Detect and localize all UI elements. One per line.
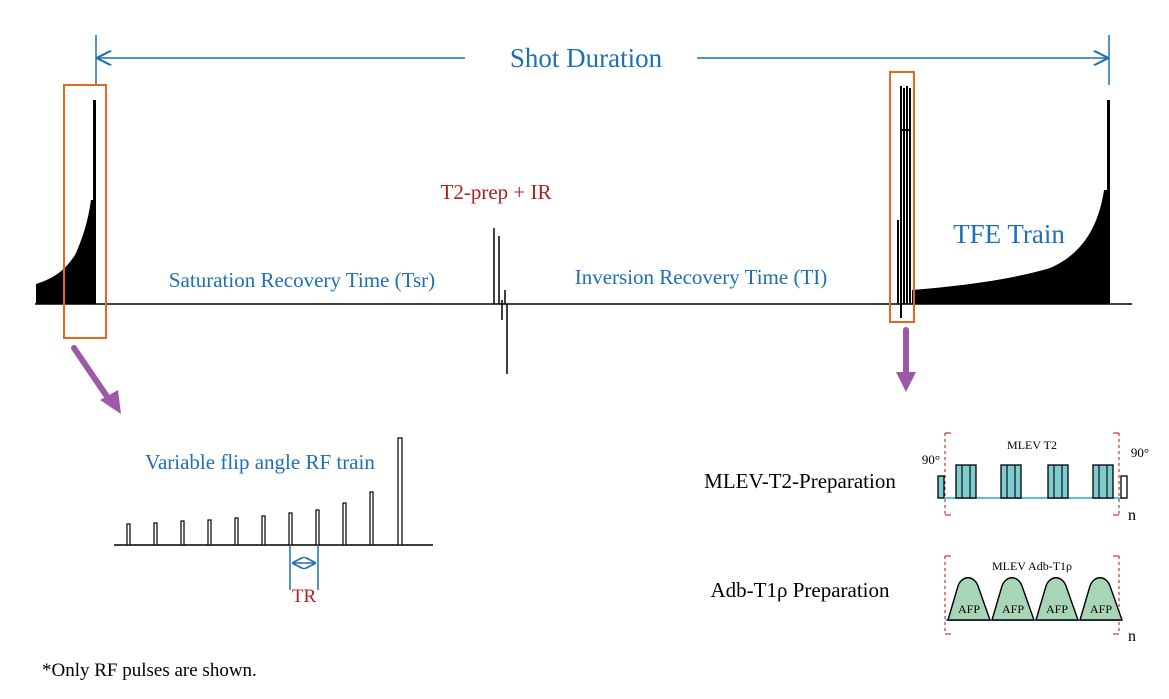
right-zoom-arrow [896,327,916,392]
vfa-pulse [126,523,131,546]
adb-t1rho-block [944,555,1123,635]
mlev-t2-title: MLEV T2 [1007,438,1057,452]
afp-label: AFP [1002,602,1024,616]
vfa-pulse [342,502,347,546]
shot-duration-label: Shot Duration [510,43,663,73]
vfa-pulse [234,517,239,546]
left-highlight-box [63,84,107,339]
shot-duration-arrow [95,35,1110,85]
ninety-right-label: 90° [1131,445,1149,460]
n-bottom-label: n [1128,628,1136,645]
vfa-pulse [207,519,212,546]
vfa-pulse [180,520,185,546]
vfa-pulse [315,509,320,546]
adb-t1rho-prep-label: Adb-T1ρ Preparation [710,578,890,602]
ninety-left-label: 90° [922,452,940,467]
left-zoom-arrow [71,345,121,414]
vfa-train-label: Variable flip angle RF train [145,450,375,474]
vfa-pulse [261,515,266,546]
left-tfe-train [36,100,96,304]
inversion-recovery-label: Inversion Recovery Time (TI) [575,265,828,289]
right-highlight-box [889,71,915,323]
vfa-pulse [153,522,158,546]
t2prep-ir-label: T2-prep + IR [441,180,552,204]
prep-pulse-bars [897,86,911,318]
tr-interval [289,545,319,590]
mlev-adb-title: MLEV Adb-T1ρ [992,559,1072,573]
mlev-t2-block [937,432,1128,516]
vfa-pulse [397,437,403,546]
saturation-recovery-label: Saturation Recovery Time (Tsr) [169,268,435,292]
mlev-t2-prep-label: MLEV-T2-Preparation [704,469,896,493]
n-top-label: n [1128,507,1136,524]
afp-label: AFP [1046,602,1068,616]
vfa-pulse [288,512,293,546]
t2prep-ir-pulses [493,228,508,374]
tfe-train-label: TFE Train [953,219,1065,249]
tr-label: TR [292,586,317,607]
right-tfe-train [912,100,1110,304]
afp-label: AFP [958,602,980,616]
vfa-pulses [126,437,403,546]
vfa-pulse [369,491,374,546]
afp-label: AFP [1090,602,1112,616]
footnote: *Only RF pulses are shown. [42,660,257,681]
